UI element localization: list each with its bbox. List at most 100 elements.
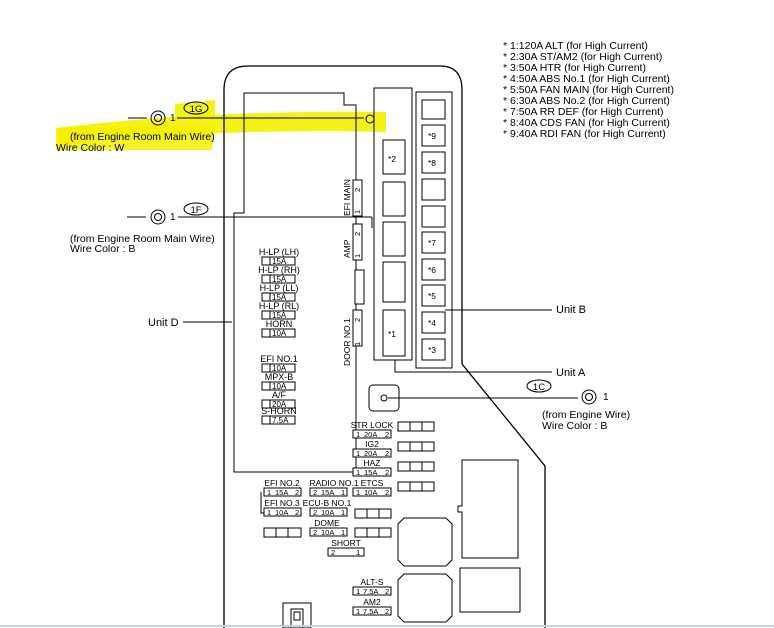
relay-slot <box>352 179 363 217</box>
svg-text:*9: *9 <box>428 131 436 141</box>
svg-text:10A: 10A <box>272 382 287 391</box>
svg-text:ALT-S: ALT-S <box>361 577 384 587</box>
legend-line: * 4:50A ABS No.1 (for High Current) <box>503 73 670 85</box>
svg-text:*8: *8 <box>428 158 436 168</box>
svg-text:1: 1 <box>356 430 360 439</box>
lower-fuse-group: EFI NO.2 1 15A 2 RADIO NO.1 2 15A 1 EFI … <box>260 478 392 616</box>
fusible-link-slot <box>382 309 406 357</box>
wire-color: Wire Color : B <box>70 243 135 255</box>
high-current-legend: * 1:120A ALT (for High Current) * 2:30A … <box>503 40 674 140</box>
svg-text:20A: 20A <box>364 449 377 458</box>
svg-text:*2: *2 <box>388 154 396 164</box>
svg-text:10A: 10A <box>321 508 334 517</box>
svg-text:SHORT: SHORT <box>331 538 361 548</box>
svg-text:10A: 10A <box>272 364 287 373</box>
unit-b: *9 *8 *7 *6 *5 *4 *3 <box>415 91 453 369</box>
svg-text:2: 2 <box>385 587 389 596</box>
svg-text:7.5A: 7.5A <box>272 416 289 425</box>
svg-text:2: 2 <box>313 488 317 497</box>
svg-text:15A: 15A <box>272 275 287 284</box>
svg-text:1: 1 <box>356 548 360 557</box>
svg-text:2: 2 <box>385 607 389 616</box>
svg-text:2: 2 <box>295 488 299 497</box>
svg-text:1: 1 <box>267 508 271 517</box>
unit-d-fuses: H-LP (LH) 15A H-LP (RH) 15A H-LP (LL) 15… <box>258 247 300 425</box>
svg-text:7.5A: 7.5A <box>363 587 378 596</box>
legend-line: * 9:40A RDI FAN (for High Current) <box>503 128 666 140</box>
svg-text:10A: 10A <box>321 528 334 537</box>
svg-text:1: 1 <box>603 392 609 403</box>
svg-text:EFI NO.3: EFI NO.3 <box>264 498 300 508</box>
svg-text:*6: *6 <box>428 265 436 275</box>
svg-text:1: 1 <box>353 254 362 258</box>
svg-text:15A: 15A <box>275 488 288 497</box>
vertical-relay-fuses: EFI MAIN 1 2 AMP 1 2 DOOR NO.1 1 2 <box>342 179 365 366</box>
fuse-name: HORN <box>266 319 293 329</box>
svg-text:1: 1 <box>356 468 360 477</box>
svg-text:1: 1 <box>353 342 362 346</box>
fuse-slot <box>261 256 296 266</box>
svg-text:DOOR NO.1: DOOR NO.1 <box>342 318 352 366</box>
svg-text:2: 2 <box>313 528 317 537</box>
relay-slot <box>352 309 363 347</box>
terminal-icon <box>581 389 597 405</box>
fusible-link-slot <box>382 261 406 303</box>
wire-color: Wire Color : W <box>56 142 124 154</box>
fuse-slot <box>261 381 296 391</box>
fuse-slot <box>261 310 296 320</box>
terminal-icon <box>150 209 166 225</box>
fusible-link-slot <box>382 139 406 175</box>
svg-text:*7: *7 <box>428 238 436 248</box>
svg-text:DOME: DOME <box>314 518 340 528</box>
svg-text:2: 2 <box>385 449 389 458</box>
terminal-icon <box>150 110 166 126</box>
legend-line: * 2:30A ST/AM2 (for High Current) <box>503 51 662 63</box>
legend-line: * 1:120A ALT (for High Current) <box>503 40 648 52</box>
svg-text:1: 1 <box>341 508 345 517</box>
highlight-marks <box>56 100 386 150</box>
svg-text:1: 1 <box>356 449 360 458</box>
legend-line: * 6:30A ABS No.2 (for High Current) <box>503 95 670 107</box>
svg-text:*4: *4 <box>428 318 436 328</box>
svg-text:*1: *1 <box>388 329 396 339</box>
svg-text:10A: 10A <box>275 508 288 517</box>
fuse-slot <box>261 292 296 302</box>
svg-text:ETCS: ETCS <box>361 478 384 488</box>
wire-color: Wire Color : B <box>542 420 607 432</box>
connector-source: (from Engine Room Main Wire) <box>70 233 215 245</box>
fuse-name: H-LP (LL) <box>260 283 299 293</box>
legend-line: * 8:40A CDS FAN (for High Current) <box>503 117 670 129</box>
svg-text:RADIO NO.1: RADIO NO.1 <box>309 478 358 488</box>
svg-text:IG2: IG2 <box>365 439 379 449</box>
svg-text:1: 1 <box>170 212 176 223</box>
svg-text:2: 2 <box>313 508 317 517</box>
svg-text:1: 1 <box>170 113 176 124</box>
svg-text:1C: 1C <box>533 382 545 393</box>
spare-slot <box>354 269 365 305</box>
svg-text:STR LOCK: STR LOCK <box>351 420 394 430</box>
relay-blocks <box>397 459 521 623</box>
svg-text:2: 2 <box>353 318 362 322</box>
fuse-slot <box>261 363 296 373</box>
svg-text:EFI MAIN: EFI MAIN <box>342 179 352 216</box>
fuse-name: S-HORN <box>261 406 297 416</box>
svg-text:AM2: AM2 <box>363 597 381 607</box>
fuse-slot <box>261 274 296 284</box>
svg-text:2: 2 <box>385 468 389 477</box>
svg-text:15A: 15A <box>321 488 334 497</box>
svg-text:7.5A: 7.5A <box>363 607 378 616</box>
unit-d-panel <box>233 92 357 473</box>
svg-text:2: 2 <box>385 488 389 497</box>
fuse-slot <box>261 328 296 338</box>
svg-text:1: 1 <box>267 488 271 497</box>
fuse-name: MPX-B <box>265 372 294 382</box>
svg-text:1F: 1F <box>190 205 201 216</box>
svg-text:1: 1 <box>353 210 362 214</box>
svg-text:20A: 20A <box>272 400 287 409</box>
svg-text:1: 1 <box>356 607 360 616</box>
fuse-name: A/F <box>272 390 287 400</box>
fusible-link-slot <box>382 221 406 257</box>
connector-1c: 1C 1 (from Engine Wire) Wire Color : B <box>368 379 630 432</box>
connector-source: (from Engine Room Main Wire) <box>70 131 215 143</box>
connector-1f: 1F 1 (from Engine Room Main Wire) Wire C… <box>70 202 373 255</box>
